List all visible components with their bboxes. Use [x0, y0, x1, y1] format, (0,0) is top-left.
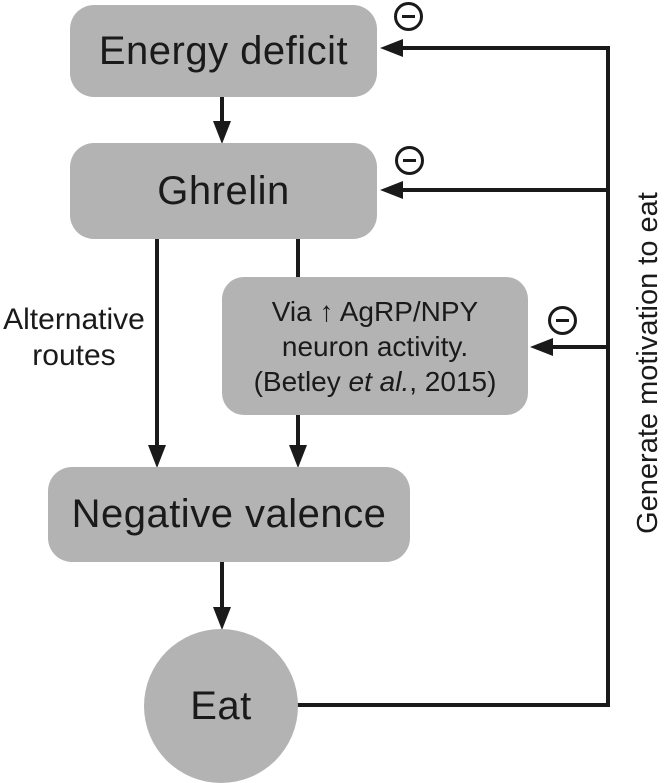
node-agrp-npy: Via ↑ AgRP/NPY neuron activity. (Betley … [222, 277, 528, 415]
node-eat: Eat [144, 629, 298, 783]
node-eat-label: Eat [190, 683, 252, 728]
arrow-negative-valence-to-eat [213, 562, 231, 630]
label-alternative-routes-line2: routes [32, 339, 116, 372]
arrow-energy-to-ghrelin [213, 96, 231, 144]
minus-circle-icon [548, 306, 577, 335]
arrow-agrp-to-negative-valence [289, 414, 307, 468]
minus-bar [402, 14, 415, 19]
agrp-citation-suffix: , 2015) [409, 365, 497, 397]
minus-circle-icon [395, 146, 424, 175]
node-energy-deficit: Energy deficit [70, 5, 377, 97]
node-ghrelin-label: Ghrelin [157, 168, 290, 213]
minus-bar [556, 318, 569, 323]
agrp-citation-prefix: (Betley [253, 365, 349, 397]
agrp-line1: Via ↑ AgRP/NPY [271, 295, 479, 327]
agrp-citation: (Betley et al., 2015) [254, 364, 497, 399]
agrp-citation-italic: et al. [348, 365, 410, 397]
node-energy-deficit-label: Energy deficit [98, 28, 349, 73]
arrow-ghrelin-to-negative-valence [148, 238, 166, 468]
minus-bar [403, 158, 416, 163]
label-alternative-routes: Alternative routes [0, 302, 148, 374]
arrow-feedback-to-ghrelin [380, 181, 608, 199]
minus-circle-icon [394, 2, 423, 31]
node-negative-valence: Negative valence [48, 467, 410, 562]
node-ghrelin: Ghrelin [70, 143, 377, 239]
node-negative-valence-label: Negative valence [71, 492, 387, 536]
arrow-feedback-to-agrp [530, 338, 608, 356]
arrow-feedback-to-energy-deficit [296, 39, 610, 707]
label-alternative-routes-line1: Alternative [3, 303, 145, 336]
label-generate-motivation: Generate motivation to eat [632, 192, 664, 534]
agrp-line2: neuron activity. [281, 330, 469, 362]
